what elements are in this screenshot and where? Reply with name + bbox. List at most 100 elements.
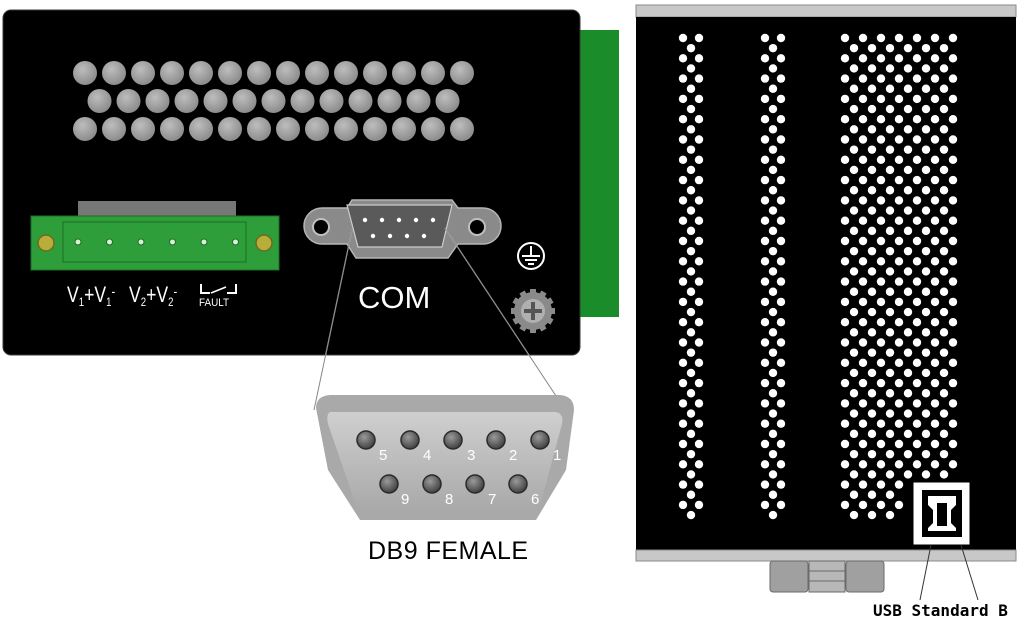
vent-hole <box>694 94 704 104</box>
vent-hole <box>776 236 786 246</box>
vent-hole <box>894 155 904 164</box>
vent-hole <box>776 175 786 185</box>
vent-hole <box>363 61 387 85</box>
vent-hole <box>694 378 704 388</box>
vent-hole <box>876 419 886 428</box>
vent-hole <box>849 186 859 195</box>
vent-hole <box>930 277 940 286</box>
vent-hole <box>867 307 877 317</box>
vent-hole <box>930 318 940 327</box>
screw-tooth <box>545 316 554 325</box>
vent-hole <box>840 277 850 286</box>
vent-hole <box>912 460 922 469</box>
terminal-pin <box>169 238 176 246</box>
vent-hole <box>867 470 877 479</box>
vent-hole <box>686 145 696 154</box>
vent-hole <box>894 399 904 408</box>
vent-hole <box>776 94 786 104</box>
vent-hole <box>876 135 886 144</box>
vent-hole <box>694 338 704 347</box>
vent-hole <box>849 267 859 276</box>
vent-hole <box>678 338 688 347</box>
vent-hole <box>867 348 877 357</box>
vent-hole <box>903 125 913 134</box>
vent-hole <box>435 89 460 113</box>
vent-hole <box>189 61 213 85</box>
vent-hole <box>939 389 949 398</box>
vent-hole <box>876 297 886 307</box>
vent-hole <box>840 358 850 367</box>
vent-hole <box>903 287 913 296</box>
vent-hole <box>921 246 931 256</box>
com-port[interactable] <box>303 199 502 259</box>
vent-hole <box>768 449 778 459</box>
screw-tooth <box>512 316 521 325</box>
vent-hole <box>686 449 696 459</box>
vent-hole <box>867 226 877 236</box>
vent-hole <box>948 115 958 124</box>
vent-hole <box>930 196 940 205</box>
vent-hole <box>73 61 97 85</box>
vent-hole <box>686 348 696 357</box>
vent-hole <box>768 490 778 499</box>
usb-callout-lines <box>919 544 979 601</box>
vent-hole <box>849 389 859 398</box>
vent-hole <box>849 226 859 236</box>
vent-hole <box>858 378 868 388</box>
vent-hole <box>760 94 770 104</box>
vent-hole <box>912 175 922 185</box>
vent-hole <box>694 33 704 43</box>
vent-hole <box>867 267 877 276</box>
vent-hole <box>894 378 904 388</box>
vent-hole <box>218 117 242 141</box>
vent-hole <box>912 399 922 408</box>
vent-hole <box>885 145 895 154</box>
vent-hole <box>876 318 886 327</box>
vent-hole <box>939 84 949 93</box>
vent-hole <box>678 94 688 104</box>
terminal-label-v1-neg: V1+V1- <box>67 282 116 309</box>
db9-pin-number: 1 <box>553 447 562 464</box>
vent-hole <box>678 277 688 286</box>
vent-hole <box>939 328 949 337</box>
vent-hole <box>876 74 886 83</box>
vent-hole <box>840 480 850 489</box>
vent-hole <box>849 328 859 337</box>
vent-hole <box>858 54 868 63</box>
vent-hole <box>686 328 696 337</box>
vent-hole <box>694 500 704 510</box>
vent-hole <box>939 165 949 175</box>
vent-hole <box>694 216 704 225</box>
screw-tooth <box>549 308 555 314</box>
vent-hole <box>930 135 940 144</box>
vent-hole <box>885 389 895 398</box>
vent-hole <box>948 94 958 104</box>
com-pin <box>370 233 376 239</box>
vent-hole <box>849 409 859 418</box>
usb-port[interactable] <box>912 481 971 546</box>
vent-hole <box>876 277 886 286</box>
vent-hole <box>858 277 868 286</box>
vent-hole <box>760 439 770 449</box>
vent-hole <box>939 64 949 73</box>
power-terminal-block <box>30 201 280 271</box>
vent-hole <box>305 61 329 85</box>
vent-hole <box>921 429 931 439</box>
vent-hole <box>930 257 940 266</box>
vent-hole <box>840 94 850 104</box>
vent-hole <box>678 155 688 164</box>
vent-hole <box>885 490 895 499</box>
vent-hole <box>768 409 778 418</box>
vent-hole <box>912 33 922 43</box>
vent-hole <box>686 490 696 499</box>
vent-hole <box>131 117 155 141</box>
db9-pin <box>486 430 506 450</box>
terminal-pin <box>137 238 145 246</box>
db9-pin-number: 3 <box>467 447 476 464</box>
screw-tooth <box>519 323 528 332</box>
screw-tooth <box>545 297 554 306</box>
vent-hole <box>930 358 940 367</box>
terminal-label-v2-neg: V2+V2- <box>129 282 178 309</box>
vent-hole <box>849 104 859 114</box>
vent-hole <box>858 257 868 266</box>
